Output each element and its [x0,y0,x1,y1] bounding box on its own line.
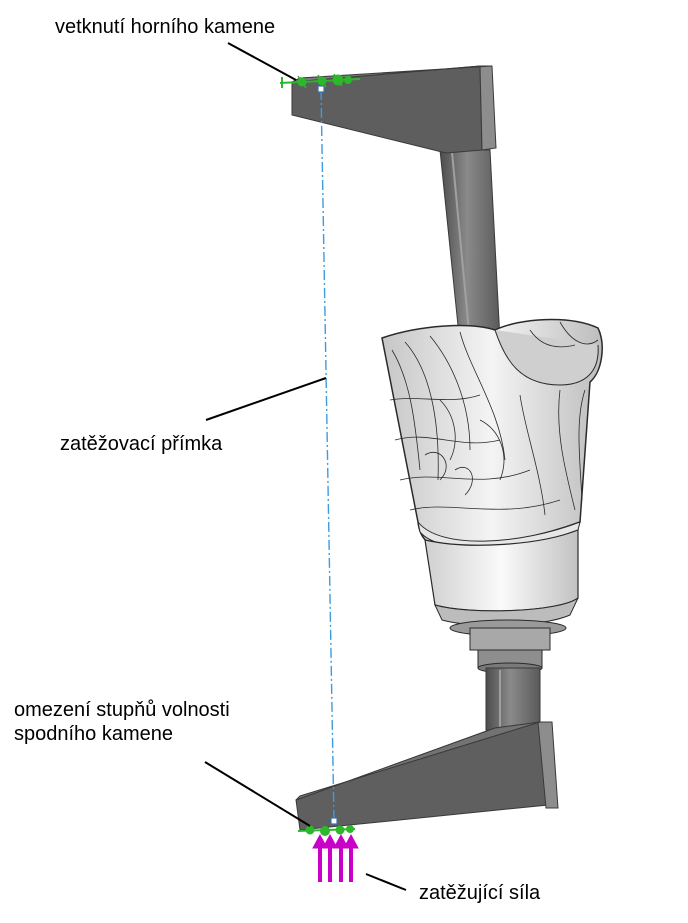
load-force-arrows [312,833,359,882]
bottom-constraint-label-line2: spodního kamene [14,723,174,745]
load-line-label: zatěžovací přímka [60,433,223,455]
load-line [320,89,335,823]
bottom-constraint-label-line1: omezení stupňů volnosti [14,699,230,721]
leader-bottom-constraint [204,761,311,827]
load-force-label: zatěžující síla [419,882,541,904]
pylon-adapter [469,627,551,674]
leader-lines [204,42,407,891]
leader-top-fixture [227,42,297,81]
socket-cup [381,318,603,549]
lower-pylon [485,667,541,731]
bottom-constraint-markers [297,817,356,836]
top-fixture-label: vetknutí horního kamene [55,16,276,38]
top-fixture-markers [279,73,361,93]
socket-base [424,529,579,637]
upper-stone-block [291,65,497,154]
lower-stone-block [295,721,559,831]
leader-load-force [365,873,407,891]
socket-mesh-lines [389,321,599,516]
upper-pylon [439,149,501,346]
leader-load-line [205,377,327,421]
